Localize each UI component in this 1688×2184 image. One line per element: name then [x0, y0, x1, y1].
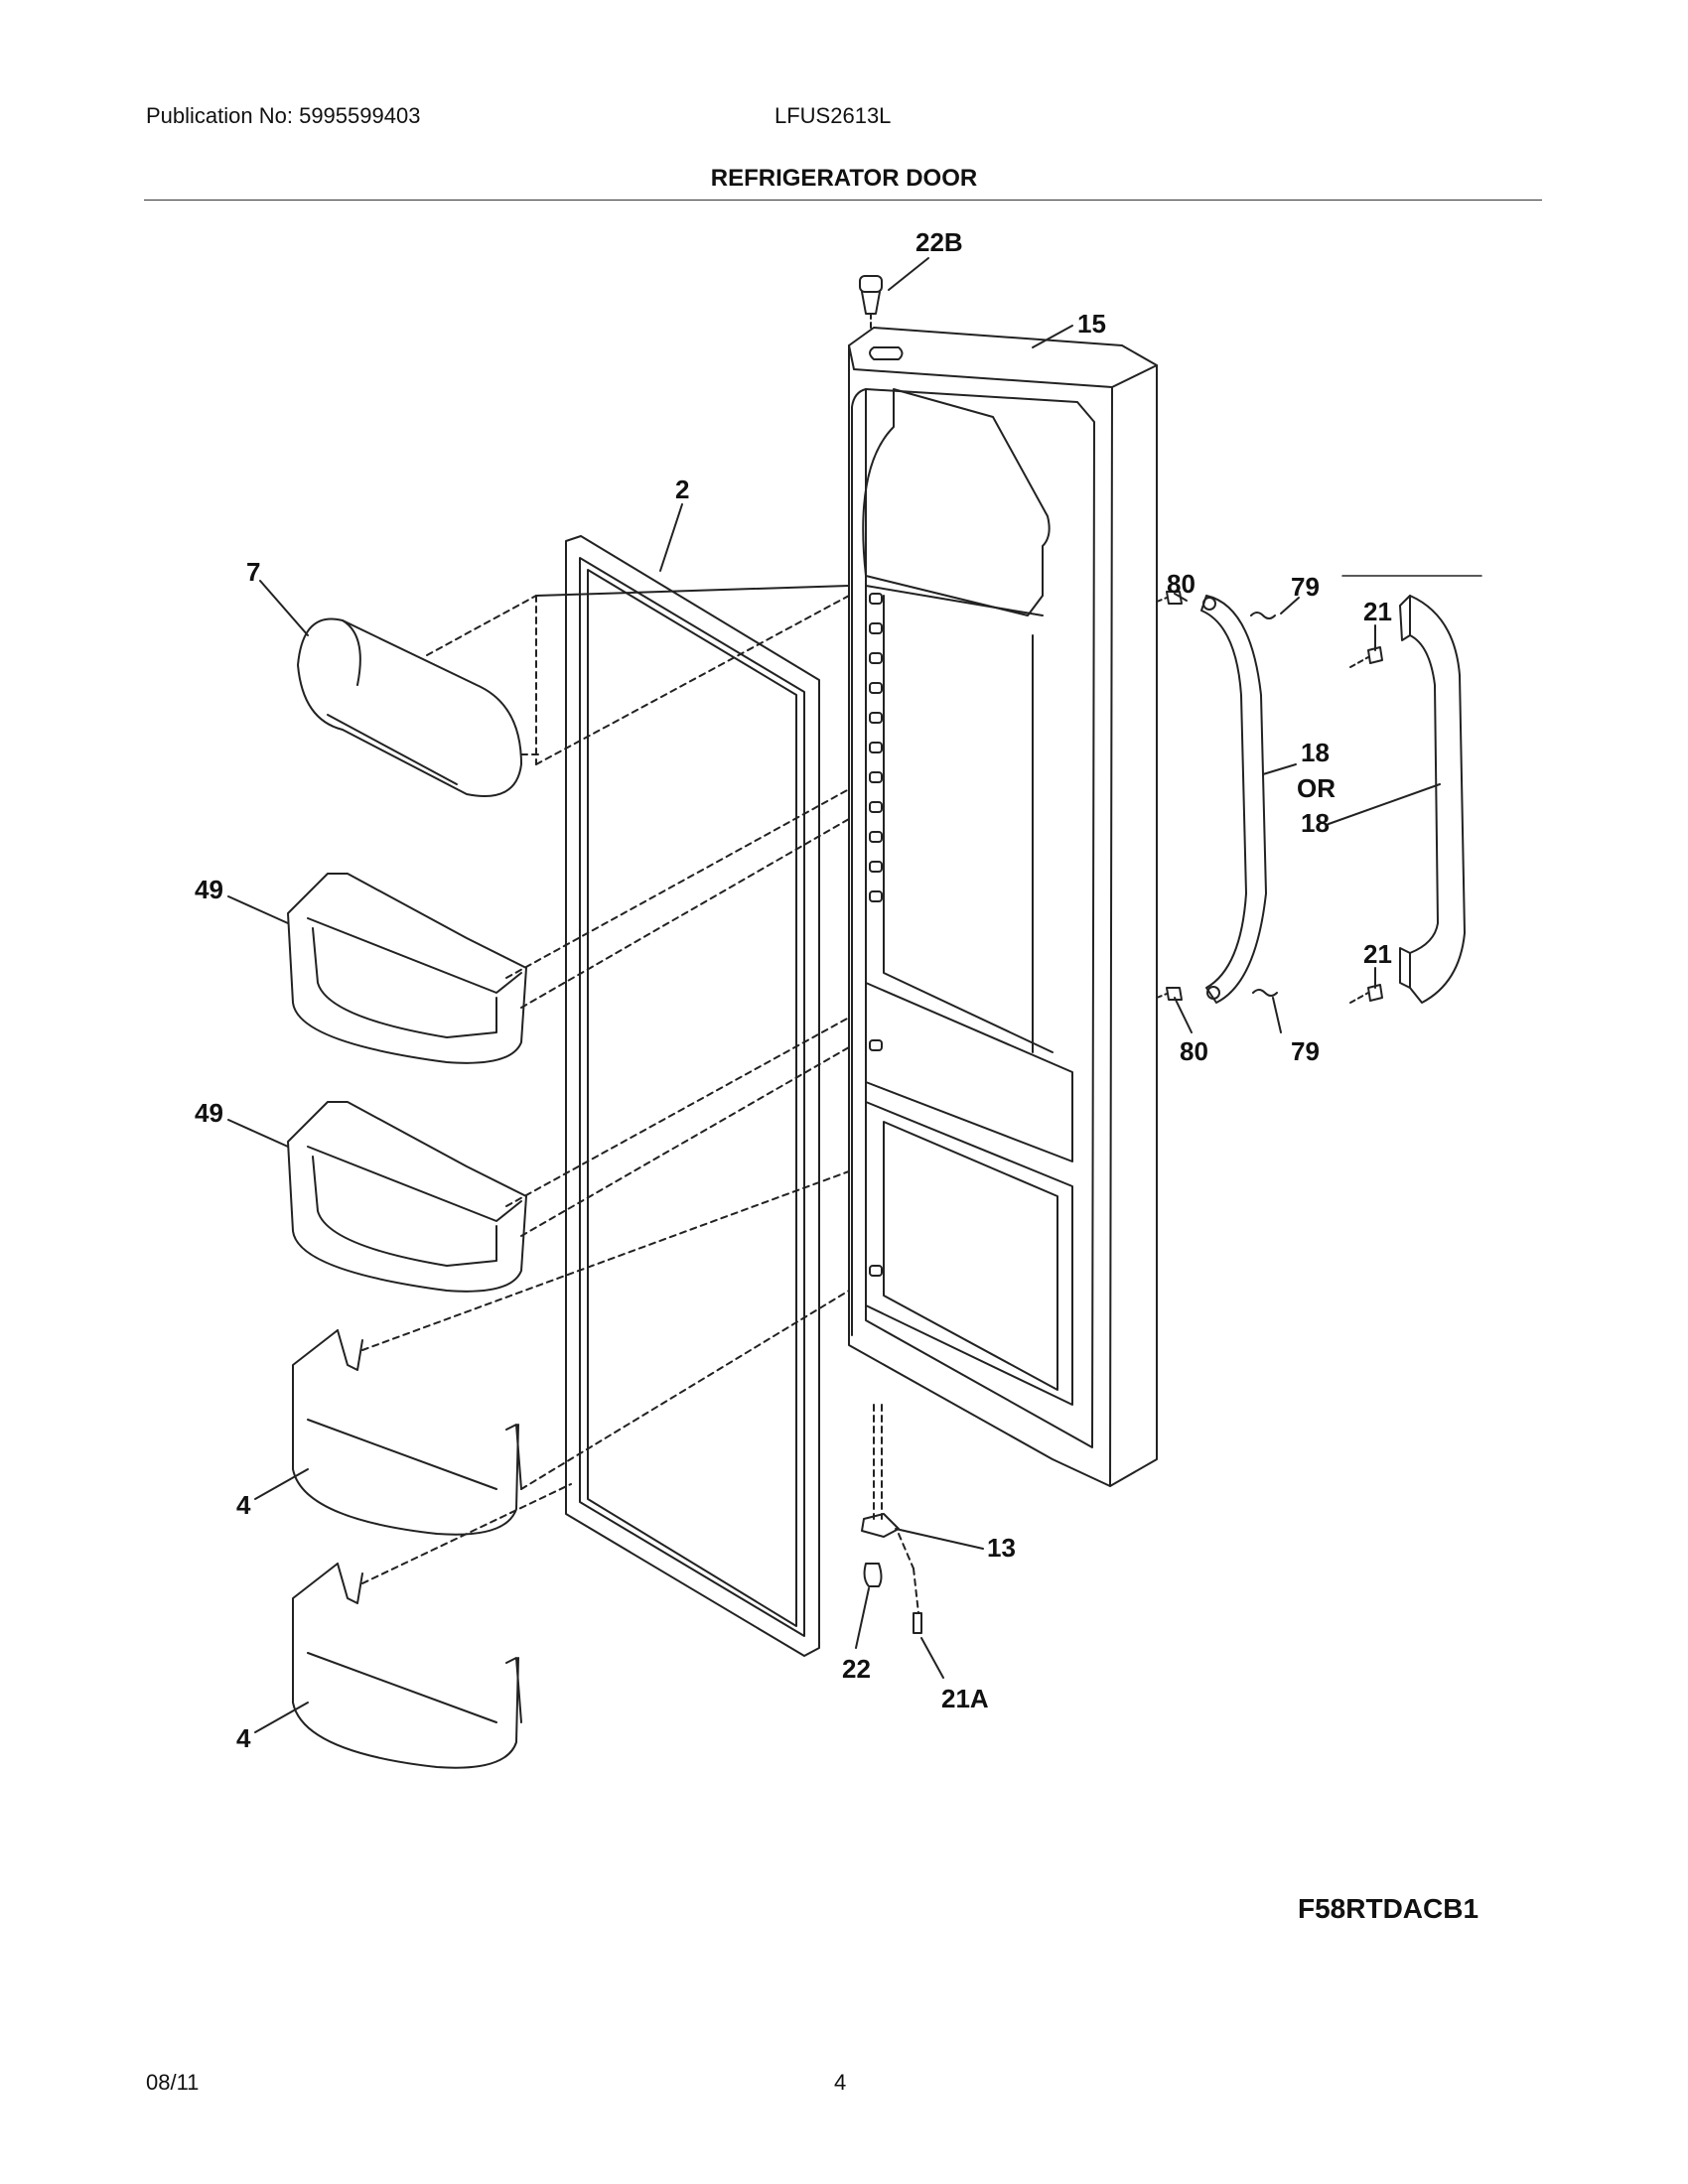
door-shell-pegs	[869, 593, 883, 1277]
door-handle-curved	[1156, 591, 1278, 1004]
callout-80-upper: 80	[1167, 569, 1196, 599]
callout-49-upper: 49	[195, 875, 223, 904]
callout-79-lower: 79	[1291, 1036, 1320, 1066]
model-number: LFUS2613L	[774, 103, 892, 128]
page-title: REFRIGERATOR DOOR	[710, 165, 978, 192]
figure-code: F58RTDACB1	[1298, 1893, 1479, 1924]
door-shelf-lower	[292, 1483, 572, 1769]
callout-21a: 21A	[941, 1684, 989, 1713]
door-bin-upper	[287, 788, 850, 1064]
callout-7: 7	[246, 557, 260, 587]
door-shelf-upper	[292, 1170, 850, 1536]
callout-4-upper: 4	[236, 1490, 251, 1520]
top-hinge-pin	[859, 275, 883, 329]
callout-18-upper: 18	[1301, 738, 1330, 767]
bottom-hinge-parts	[861, 1404, 922, 1634]
door-shell	[848, 327, 1158, 1487]
door-bin-lower	[287, 1017, 850, 1293]
callout-18-lower: 18	[1301, 808, 1330, 838]
callout-80-lower: 80	[1180, 1036, 1208, 1066]
page-number: 4	[834, 2070, 847, 2095]
callout-79-upper: 79	[1291, 572, 1320, 602]
callout-or: OR	[1297, 773, 1336, 803]
callout-22: 22	[842, 1654, 871, 1684]
header-rule	[144, 200, 1542, 201]
publication-number: Publication No: 5995599403	[146, 103, 421, 128]
door-handle-straight	[1349, 595, 1466, 1004]
callout-labels: 22B 15 2 7 80 79 21 18 OR 18 49 49 21 80…	[195, 227, 1392, 1753]
callout-13: 13	[987, 1533, 1016, 1563]
callout-15: 15	[1077, 309, 1106, 339]
callout-22b: 22B	[915, 227, 963, 257]
publication-date: 08/11	[146, 2070, 200, 2095]
callout-leaders	[227, 257, 1441, 1733]
callout-21-lower: 21	[1363, 939, 1392, 969]
door-gasket	[565, 535, 820, 1657]
callout-4-lower: 4	[236, 1723, 251, 1753]
callout-21-upper: 21	[1363, 597, 1392, 626]
callout-49-lower: 49	[195, 1098, 223, 1128]
dairy-compartment	[297, 585, 850, 797]
callout-2: 2	[675, 475, 689, 504]
